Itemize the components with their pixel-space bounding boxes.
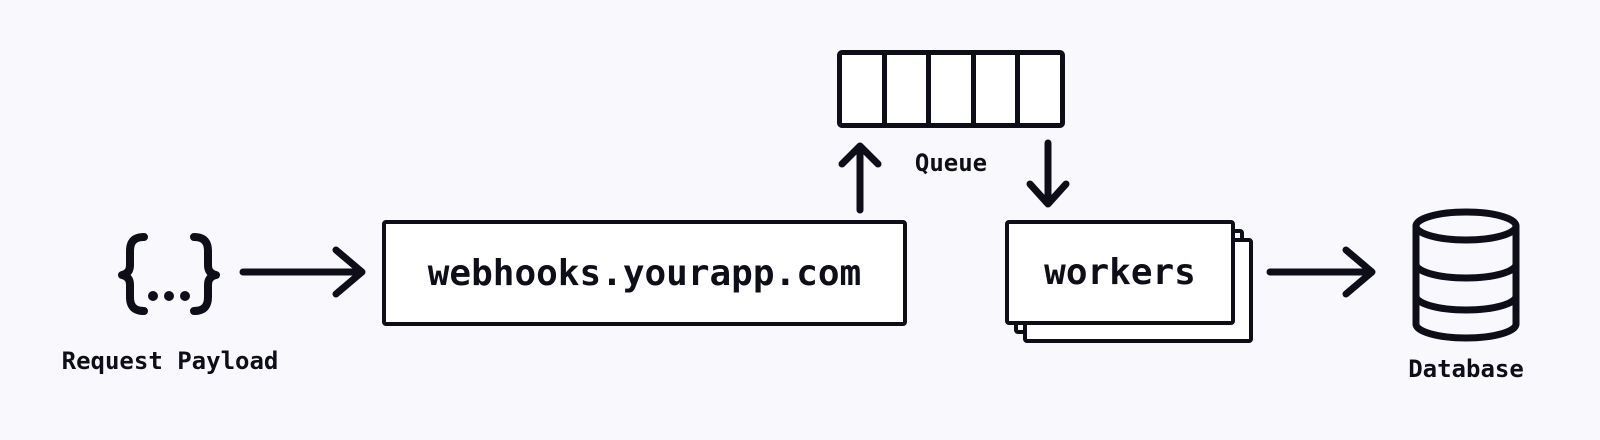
webhook-endpoint-node: webhooks.yourapp.com: [382, 220, 907, 326]
request-payload-label: Request Payload: [61, 347, 279, 375]
curly-braces-ellipsis-icon: [118, 233, 220, 315]
arrow-payload-to-webhook: [239, 246, 366, 298]
database-cylinder-icon: [1412, 208, 1520, 342]
queue-cell: [887, 55, 932, 123]
queue-cell: [931, 55, 976, 123]
database-label: Database: [1408, 355, 1524, 383]
queue-cells: [842, 55, 1060, 123]
arrow-workers-to-database: [1266, 246, 1376, 298]
queue-label: Queue: [914, 149, 988, 177]
workers-node: workers: [1005, 220, 1255, 345]
workers-front-box: workers: [1005, 220, 1235, 325]
workers-front-inner: workers: [1009, 224, 1231, 321]
queue-cell: [842, 55, 887, 123]
webhook-endpoint-label: webhooks.yourapp.com: [427, 252, 862, 294]
queue-cell: [976, 55, 1021, 123]
queue-node: [837, 50, 1065, 128]
queue-cell: [1020, 55, 1060, 123]
workers-label: workers: [1044, 252, 1196, 293]
